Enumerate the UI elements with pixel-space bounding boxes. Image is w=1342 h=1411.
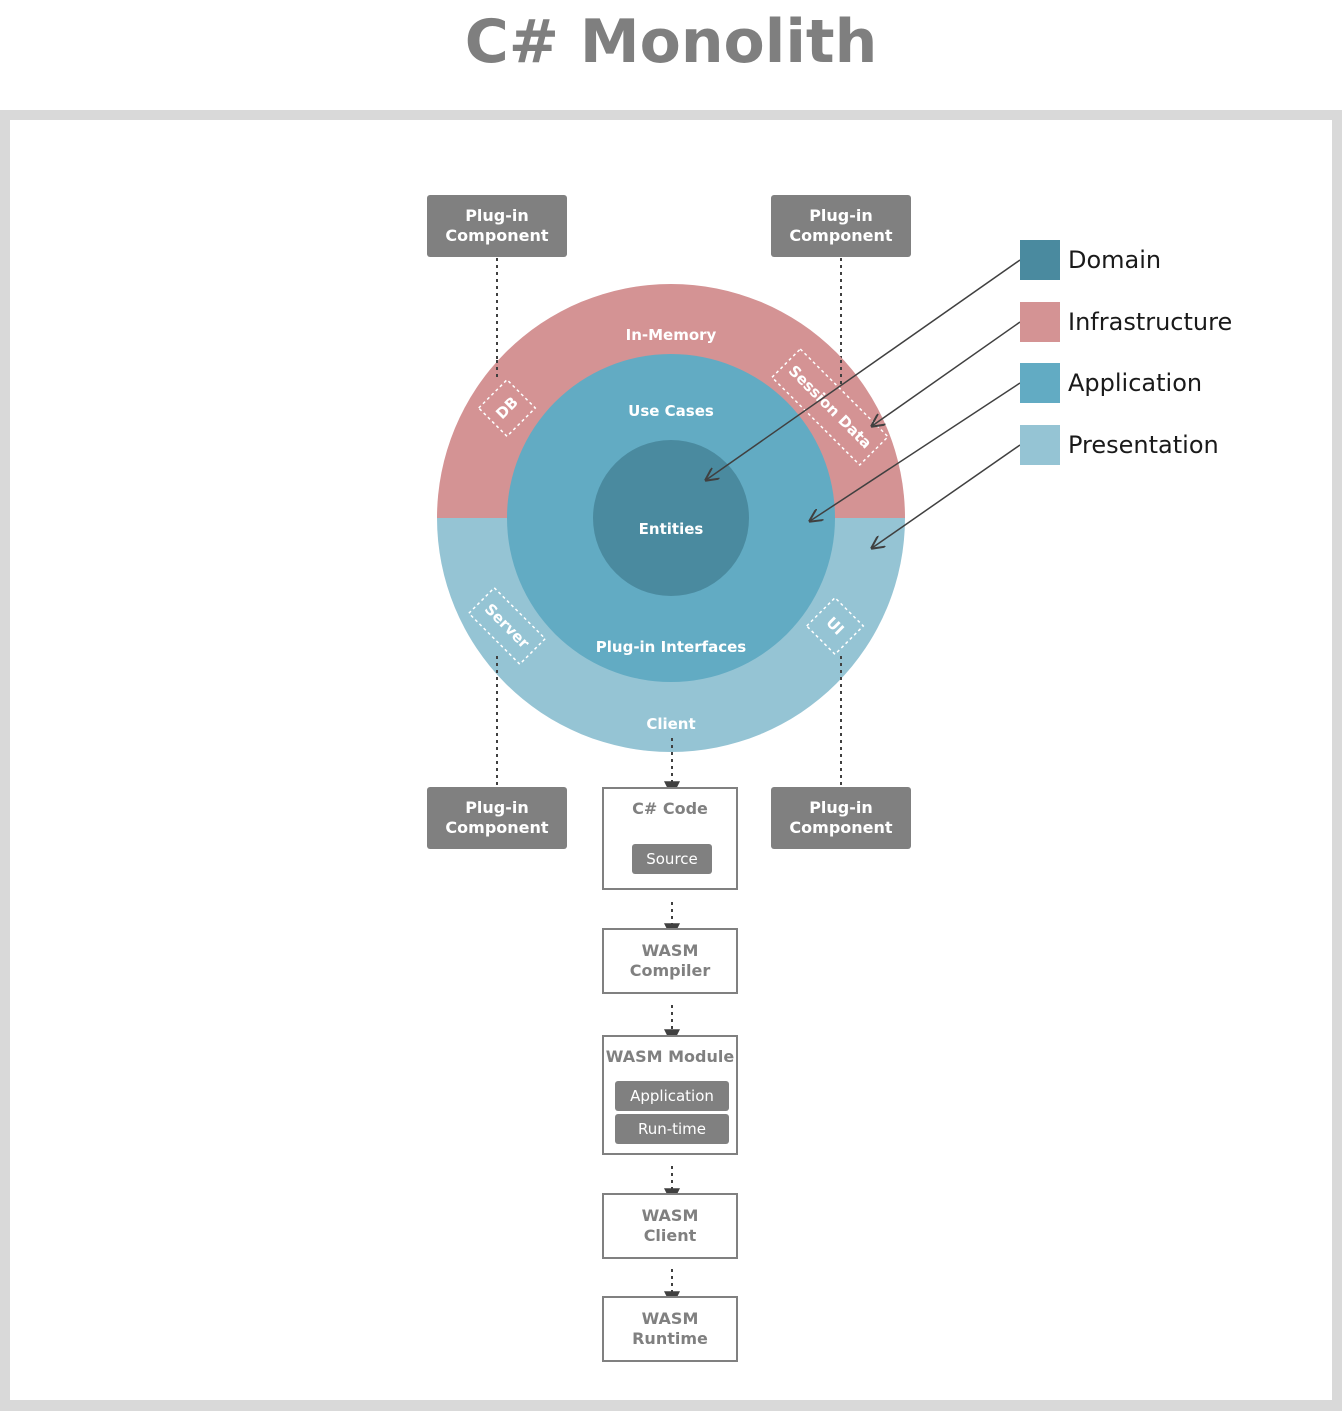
legend-label-infrastructure: Infrastructure xyxy=(1068,308,1233,336)
diagram-frame: DB Session Data Server UI In-Memory Use … xyxy=(0,110,1342,1411)
csharp-code-title: C# Code xyxy=(632,799,708,818)
legend-swatch-application xyxy=(1020,363,1060,403)
wasm-module-title: WASM Module xyxy=(605,1047,735,1066)
page-title: C# Monolith xyxy=(464,7,878,77)
presentation-label: Client xyxy=(646,715,695,733)
infrastructure-label: In-Memory xyxy=(626,326,717,344)
application-top-label: Use Cases xyxy=(628,402,714,420)
legend-swatch-infrastructure xyxy=(1020,302,1060,342)
legend-label-presentation: Presentation xyxy=(1068,431,1219,459)
legend-pointer-domain xyxy=(706,259,1021,480)
legend-label-application: Application xyxy=(1068,369,1203,397)
legend-pointer-infrastructure xyxy=(872,321,1021,426)
source-chip: Source xyxy=(632,844,712,874)
legend-label-domain: Domain xyxy=(1068,246,1162,274)
csharp-code-box: C# Code Source xyxy=(602,787,738,890)
domain-label: Entities xyxy=(639,520,704,538)
legend-pointer-application xyxy=(810,382,1021,521)
application-chip: Application xyxy=(615,1081,729,1111)
legend-swatch-presentation xyxy=(1020,425,1060,465)
wasm-module-box: WASM Module Application Run-time xyxy=(602,1035,738,1155)
runtime-chip: Run-time xyxy=(615,1114,729,1144)
domain-core xyxy=(593,440,749,596)
legend-pointer-presentation xyxy=(872,444,1021,548)
application-bottom-label: Plug-in Interfaces xyxy=(596,638,747,656)
architecture-diagram: DB Session Data Server UI In-Memory Use … xyxy=(437,258,1021,1308)
diagram-canvas: DB Session Data Server UI In-Memory Use … xyxy=(10,120,1332,1400)
legend-swatch-domain xyxy=(1020,240,1060,280)
